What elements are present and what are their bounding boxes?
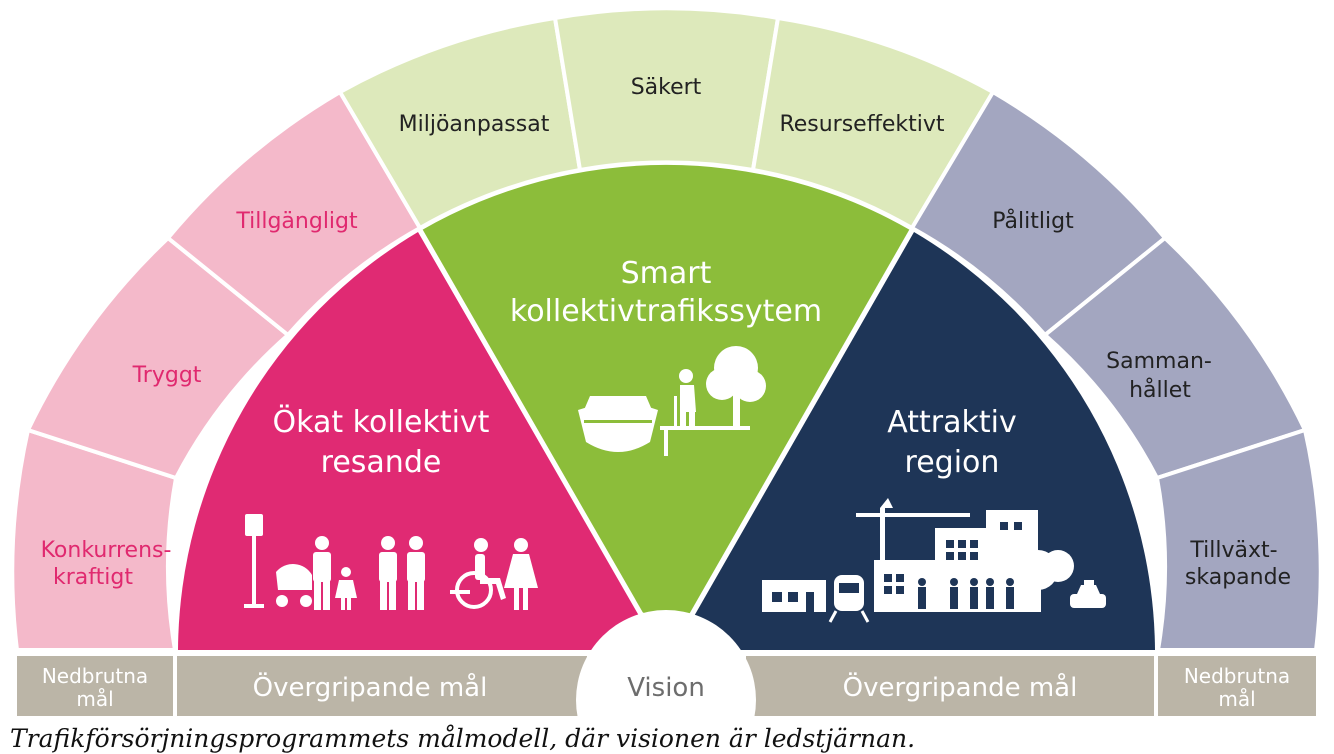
sector-right-title-2: region <box>905 445 1000 480</box>
figure-caption: Trafikförsörjningsprogrammets målmodell,… <box>10 724 1330 754</box>
label-konkurrens-1: Konkurrens- <box>41 538 172 563</box>
sector-left-title-2: resande <box>321 445 442 480</box>
footer-left-big-label: Övergripande mål <box>253 671 488 703</box>
footer-left-small-1: Nedbrutna <box>42 664 148 688</box>
sector-center-title-2: kollektivtrafikssytem <box>510 294 822 329</box>
label-miljoanpassat: Miljöanpassat <box>399 112 550 137</box>
label-tryggt: Tryggt <box>132 363 202 388</box>
sector-center-title-1: Smart <box>621 256 712 291</box>
sector-left-title-1: Ökat kollektivt <box>273 404 490 440</box>
footer-left-small-2: mål <box>76 687 113 711</box>
boat-icon <box>578 396 658 452</box>
label-skapande: skapande <box>1185 565 1291 590</box>
label-resurseffektivt: Resurseffektivt <box>779 112 944 137</box>
label-samman: Samman- <box>1106 349 1212 374</box>
label-konkurrens-2: kraftigt <box>53 565 133 590</box>
label-hallet: hållet <box>1129 377 1191 403</box>
label-palitligt: Pålitligt <box>992 208 1074 234</box>
label-sakert: Säkert <box>631 75 702 100</box>
sector-right-title-1: Attraktiv <box>887 405 1016 440</box>
vision-label: Vision <box>627 673 705 703</box>
label-tillvaxt: Tillväxt- <box>1189 538 1277 563</box>
label-tillgangligt: Tillgängligt <box>235 209 358 234</box>
footer-right-big-label: Övergripande mål <box>843 671 1078 703</box>
footer-right-small-2: mål <box>1218 687 1255 711</box>
footer-right-small-1: Nedbrutna <box>1184 664 1290 688</box>
